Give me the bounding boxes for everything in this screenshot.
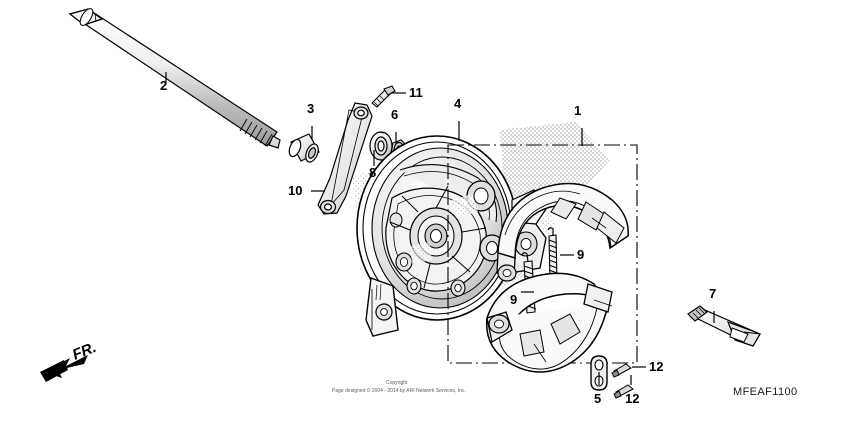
copyright-line-1: Copyright: [386, 380, 408, 386]
part-brake-shoe-lower: [485, 272, 613, 373]
part-screw-b: [613, 384, 634, 399]
callout-leader-lines: [165, 72, 715, 385]
callout-10: 10: [288, 183, 303, 198]
part-collar: [288, 133, 320, 163]
callout-12-lower: 12: [625, 391, 640, 406]
callout-11: 11: [409, 85, 423, 100]
part-bolt: [371, 85, 396, 108]
part-axle-shaft: [68, 8, 281, 149]
part-brake-shoe-upper: [496, 182, 629, 282]
callout-9-lower: 9: [510, 292, 518, 307]
callout-8: 8: [369, 165, 377, 180]
callout-9-upper: 9: [577, 247, 585, 262]
part-brake-arm: [317, 102, 373, 215]
callout-3: 3: [307, 101, 315, 116]
assembly-boundary-box: [447, 144, 638, 364]
callout-5: 5: [594, 391, 602, 406]
callout-6: 6: [391, 107, 399, 122]
callout-2: 2: [160, 78, 168, 93]
callout-7: 7: [709, 286, 717, 301]
callout-4: 4: [454, 96, 462, 111]
part-screw-a: [611, 363, 632, 378]
callout-12-upper: 12: [649, 359, 664, 374]
part-adjuster-bolt: [687, 305, 761, 347]
callout-1: 1: [574, 103, 582, 118]
part-washer: [369, 131, 393, 161]
axle-thread: [239, 118, 273, 147]
diagram-part-code: MFEAF1100: [733, 386, 798, 398]
copyright-line-2: Page designed © 2004 - 2014 by ARI Netwo…: [332, 388, 466, 394]
front-direction-arrow: [40, 355, 88, 382]
